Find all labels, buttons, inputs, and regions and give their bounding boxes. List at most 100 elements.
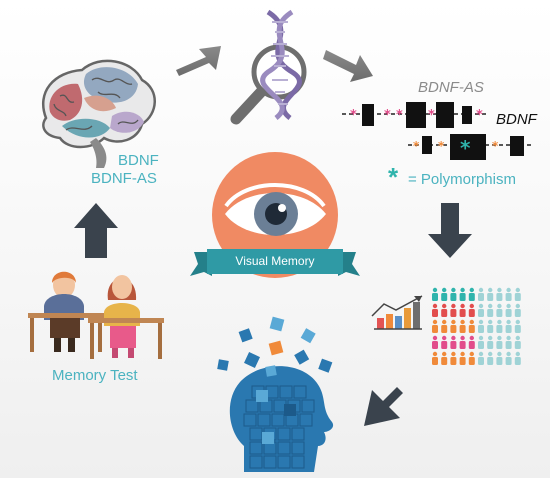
person-head xyxy=(460,319,465,325)
person-body xyxy=(487,341,494,349)
person-body xyxy=(514,341,521,349)
bar-chart-icon xyxy=(371,295,423,330)
person-body xyxy=(459,309,466,317)
person-body xyxy=(514,293,521,301)
person-head xyxy=(506,303,511,309)
person-body xyxy=(478,325,484,333)
person-head xyxy=(460,351,465,357)
arrow-to-dna xyxy=(176,46,221,76)
person-head xyxy=(451,335,456,341)
person-head xyxy=(451,287,456,293)
person-body xyxy=(450,341,457,349)
polymorphism-legend: = Polymorphism xyxy=(408,171,516,188)
person-body xyxy=(441,341,448,349)
person-body xyxy=(468,309,475,317)
person-body xyxy=(432,341,438,349)
person-body xyxy=(487,309,494,317)
person-body xyxy=(450,293,457,301)
person-body xyxy=(441,309,448,317)
person-body xyxy=(459,293,466,301)
person-head xyxy=(497,335,502,341)
person-head xyxy=(478,319,484,325)
person-body xyxy=(478,309,484,317)
person-body xyxy=(505,309,512,317)
person-head xyxy=(515,319,520,325)
person-head xyxy=(469,351,474,357)
svg-text:*: * xyxy=(492,139,499,153)
person-head xyxy=(432,351,438,357)
gene-track-bdnf-as: *** ** xyxy=(342,102,488,128)
svg-text:*: * xyxy=(460,136,471,160)
person-head xyxy=(442,335,447,341)
person-body xyxy=(459,325,466,333)
person-head xyxy=(469,335,474,341)
polymorphism-symbol: * xyxy=(388,162,399,192)
person-body xyxy=(487,293,494,301)
person-body xyxy=(450,309,457,317)
person-body xyxy=(441,293,448,301)
svg-text:*: * xyxy=(350,108,357,123)
person-head xyxy=(460,287,465,293)
person-head xyxy=(506,287,511,293)
person-body xyxy=(478,341,484,349)
brain-icon xyxy=(41,59,156,168)
person-body xyxy=(441,357,448,365)
person-head xyxy=(488,303,493,309)
arrow-to-brain xyxy=(74,203,118,258)
person-body xyxy=(432,357,438,365)
person-body xyxy=(496,293,503,301)
person-body xyxy=(432,309,438,317)
svg-text:*: * xyxy=(413,139,420,153)
person-body xyxy=(496,357,503,365)
person-head xyxy=(451,319,456,325)
brain-bdnf-as-label: BDNF-AS xyxy=(91,170,157,187)
person-head xyxy=(469,287,474,293)
brain-bdnf-label: BDNF xyxy=(118,152,159,169)
person-body xyxy=(487,357,494,365)
person-head xyxy=(442,319,447,325)
person-head xyxy=(488,351,493,357)
gene-bdnf-as-label: BDNF-AS xyxy=(418,79,484,96)
person-head xyxy=(442,287,447,293)
person-body xyxy=(496,309,503,317)
svg-text:*: * xyxy=(428,108,435,123)
person-head xyxy=(506,335,511,341)
person-body xyxy=(468,341,475,349)
person-body xyxy=(432,293,438,301)
svg-text:*: * xyxy=(476,108,483,123)
person-body xyxy=(468,293,475,301)
arrow-to-chart xyxy=(428,203,472,258)
dna-magnifier-icon xyxy=(230,9,307,125)
people-grid-icon xyxy=(432,287,521,365)
floating-puzzle-pieces xyxy=(217,316,333,377)
person-head xyxy=(442,303,447,309)
person-head xyxy=(497,351,502,357)
person-head xyxy=(488,287,493,293)
person-head xyxy=(478,351,484,357)
person-body xyxy=(505,325,512,333)
person-head xyxy=(432,287,438,293)
puzzle-head-icon xyxy=(229,366,334,472)
gene-track-bdnf: *** * xyxy=(408,134,534,160)
person-head xyxy=(515,303,520,309)
person-head xyxy=(432,335,438,341)
person-body xyxy=(505,357,512,365)
arrow-to-head xyxy=(364,387,403,426)
person-body xyxy=(459,341,466,349)
person-head xyxy=(460,303,465,309)
memory-test-label: Memory Test xyxy=(52,367,138,384)
person-body xyxy=(496,325,503,333)
visual-memory-banner xyxy=(190,249,360,276)
person-head xyxy=(478,303,484,309)
person-body xyxy=(468,357,475,365)
person-head xyxy=(506,319,511,325)
person-body xyxy=(496,341,503,349)
students-icon xyxy=(28,271,164,359)
person-body xyxy=(450,325,457,333)
person-body xyxy=(514,309,521,317)
person-body xyxy=(505,293,512,301)
person-head xyxy=(469,303,474,309)
person-body xyxy=(459,357,466,365)
person-body xyxy=(514,325,521,333)
